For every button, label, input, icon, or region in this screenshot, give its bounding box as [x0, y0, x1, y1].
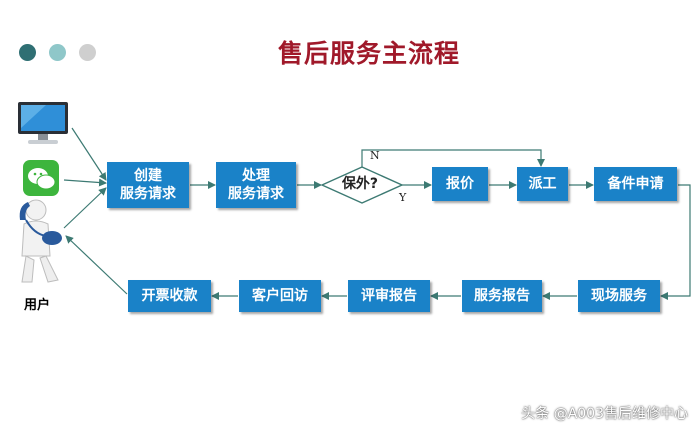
node-create-line1: 创建: [134, 168, 162, 184]
node-create-line2: 服务请求: [120, 186, 176, 202]
decor-dot-dark: [19, 44, 36, 61]
node-service-report: 服务报告: [462, 280, 542, 312]
node-customer-visit: 客户回访: [239, 280, 321, 312]
node-dispatch: 派工: [517, 167, 568, 201]
node-onsite-service: 现场服务: [578, 280, 660, 312]
phone-user-icon: [19, 199, 62, 283]
decor-dot-gray: [79, 44, 96, 61]
wechat-icon: [23, 160, 59, 196]
arrow-invoice-to-user: [65, 235, 128, 295]
node-create-service-request: 创建 服务请求: [107, 162, 189, 208]
branch-label-yes: Y: [399, 191, 407, 204]
arrow-phone-to-create: [63, 187, 107, 229]
arrow-computer-to-create: [71, 127, 107, 181]
node-handle-line2: 服务请求: [228, 186, 284, 202]
arrow-decision-to-dispatch: [361, 149, 545, 167]
decor-dot-light: [49, 44, 66, 61]
node-invoice-payment: 开票收款: [128, 280, 211, 312]
branch-label-no: N: [370, 149, 380, 162]
watermark: 头条 @A003售后维修中心: [521, 406, 688, 422]
page-title: 售后服务主流程: [277, 39, 460, 68]
decision-label: 保外?: [341, 176, 379, 192]
arrow-parts-to-onsite: [660, 184, 691, 300]
node-quote: 报价: [432, 167, 488, 201]
node-handle-service-request: 处理 服务请求: [216, 162, 296, 208]
node-review-report: 评审报告: [348, 280, 430, 312]
node-handle-line1: 处理: [242, 168, 270, 184]
computer-monitor-icon: [18, 102, 68, 144]
node-parts-request: 备件申请: [594, 167, 677, 201]
arrow-wechat-to-create: [63, 178, 107, 187]
user-label: 用户: [24, 298, 51, 313]
